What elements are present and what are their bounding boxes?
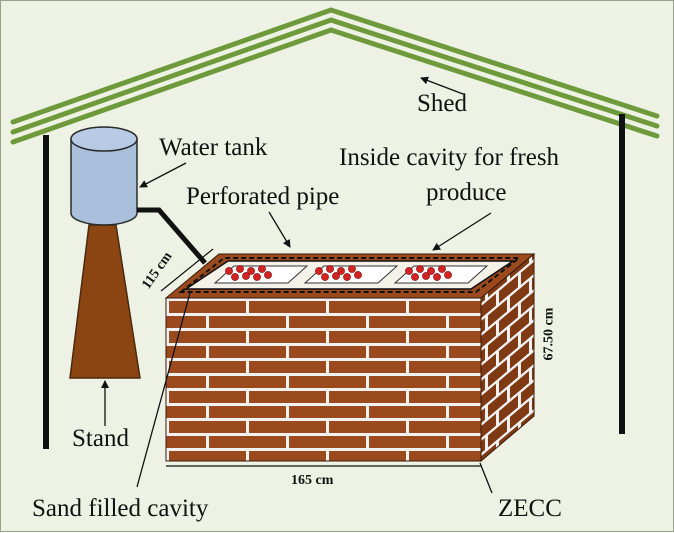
tomato-icon	[337, 267, 345, 275]
zecc-label: ZECC	[498, 495, 562, 522]
shed-post-left	[43, 135, 49, 449]
water-tank-label: Water tank	[159, 134, 268, 161]
tomato-icon	[236, 265, 244, 273]
tomato-icon	[332, 272, 340, 280]
sand-filled-cavity-label: Sand filled cavity	[32, 495, 209, 522]
supply-pipe	[137, 207, 207, 265]
zecc-front-wall	[165, 297, 482, 462]
tomato-icon	[343, 273, 351, 281]
tomato-icon	[321, 273, 329, 281]
inside-cavity-label-line1: Inside cavity for fresh	[339, 144, 560, 171]
length-dimension-label: 165 cm	[291, 473, 334, 488]
tomato-icon	[433, 273, 441, 281]
tomato-icon	[422, 272, 430, 280]
tomato-icon	[326, 265, 334, 273]
height-dimension-label: 67.50 cm	[541, 307, 557, 361]
shed-post-right	[619, 114, 625, 434]
stand-label: Stand	[72, 425, 129, 452]
perforated-pipe-arrow	[268, 211, 291, 248]
inside-cavity-label-line2: produce	[426, 179, 507, 206]
water-tank-arrow	[139, 162, 187, 188]
depth-dimension-line	[160, 248, 214, 292]
tomato-icon	[247, 267, 255, 275]
tomato-icon	[411, 273, 419, 281]
shed-label: Shed	[417, 90, 467, 117]
tomato-icon	[258, 265, 266, 273]
tomato-icon	[264, 271, 272, 279]
tomato-icon	[225, 267, 233, 275]
tank-stand	[69, 224, 141, 379]
perforated-pipe-label: Perforated pipe	[186, 183, 340, 210]
perforated-pipe-loop	[178, 257, 522, 293]
tomato-icon	[405, 267, 413, 275]
tomato-icon	[416, 265, 424, 273]
shed-roof	[10, 7, 660, 145]
tomato-icon	[242, 272, 250, 280]
water-tank	[70, 126, 138, 226]
shed-arrow	[420, 76, 464, 95]
zecc-structure	[164, 252, 536, 463]
sand-filled-cavity-leader	[136, 292, 191, 488]
tomato-icon	[354, 271, 362, 279]
tomato-icon	[253, 273, 261, 281]
inside-cavity-arrow	[432, 212, 492, 251]
tomato-icon	[438, 265, 446, 273]
produce-items	[225, 265, 452, 281]
tomato-icon	[427, 267, 435, 275]
tomato-icon	[315, 267, 323, 275]
tomato-icon	[444, 271, 452, 279]
zecc-leader	[479, 462, 493, 494]
tomato-icon	[231, 273, 239, 281]
tomato-icon	[348, 265, 356, 273]
